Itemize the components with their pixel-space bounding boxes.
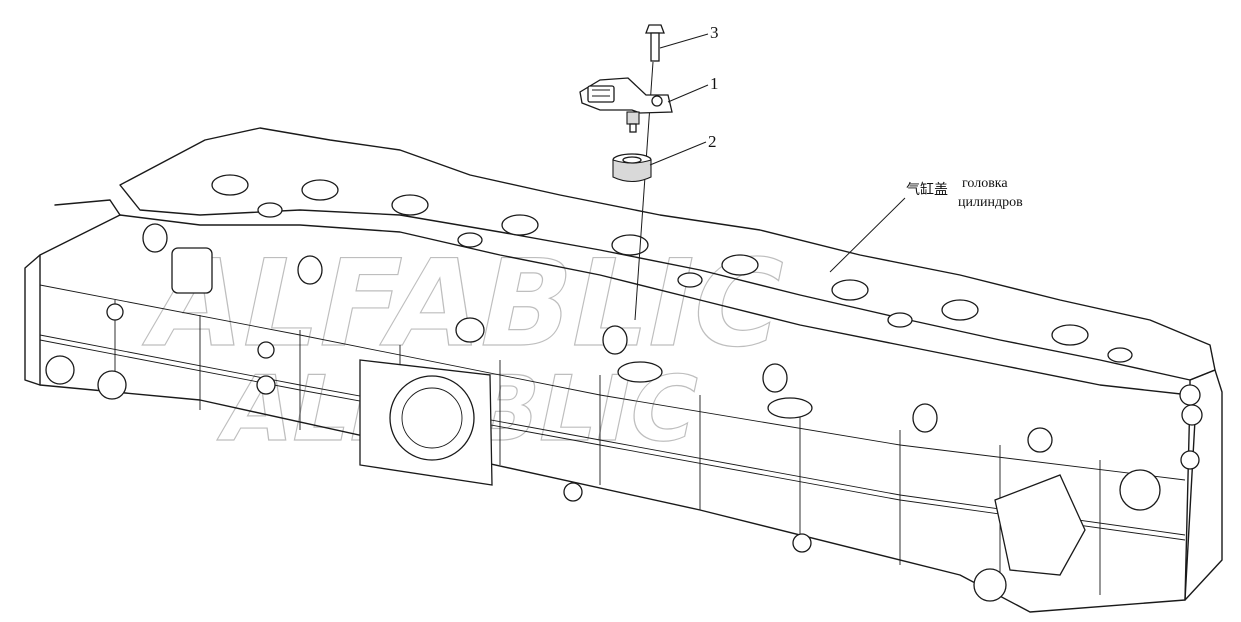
cylinder-head-top-deck bbox=[119, 127, 1216, 381]
callout-leaders bbox=[649, 33, 906, 273]
cylinder-head-left-end bbox=[24, 199, 121, 386]
rear-end-features bbox=[994, 384, 1203, 576]
sensor-assembly bbox=[579, 24, 673, 321]
valve-bosses bbox=[211, 174, 1133, 363]
seal-ring bbox=[612, 153, 652, 183]
cylinder-head-front-face bbox=[39, 214, 1196, 613]
callout-label-sensor: 1 bbox=[710, 74, 719, 93]
bolt bbox=[645, 24, 665, 62]
part-label-chinese: 气缸盖 bbox=[906, 181, 948, 198]
front-plugs bbox=[45, 303, 1053, 602]
front-boss bbox=[171, 247, 213, 294]
part-label-russian-line2: цилиндров bbox=[958, 195, 1023, 210]
watermark-upper: ALFABLIC bbox=[136, 233, 797, 373]
callout-label-seal: 2 bbox=[708, 132, 717, 151]
callout-label-bolt: 3 bbox=[710, 23, 719, 42]
pressure-sensor bbox=[579, 77, 673, 133]
part-label-russian-line1: головка bbox=[962, 176, 1008, 191]
port-flange bbox=[359, 359, 493, 486]
cylinder-head bbox=[24, 127, 1223, 613]
injector-bores bbox=[142, 223, 938, 433]
